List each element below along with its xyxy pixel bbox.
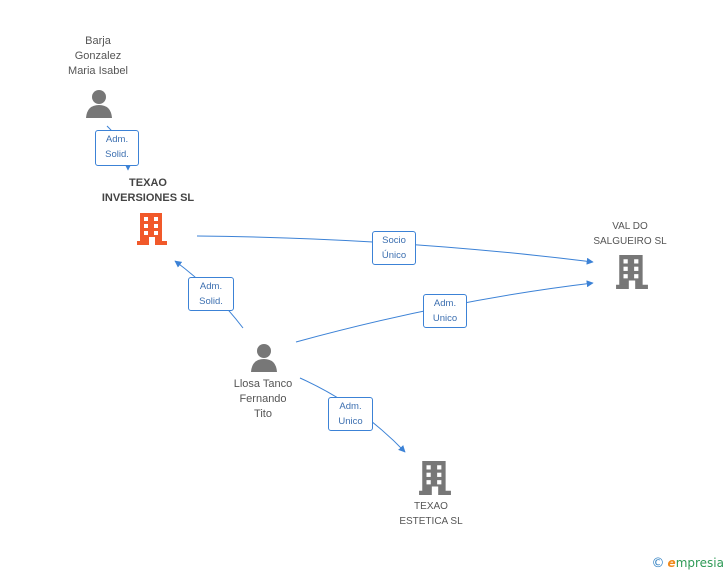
edge-label-llosa-val[interactable]: Adm. Unico	[423, 294, 467, 328]
node-label-texao-estetica[interactable]: TEXAO ESTETICA SL	[399, 501, 463, 527]
person-icon[interactable]	[85, 88, 113, 118]
edge-label-llosa-estetica[interactable]: Adm. Unico	[328, 397, 373, 431]
node-label-barja[interactable]: Barja Gonzalez Maria Isabel	[68, 35, 128, 77]
edge-label-texao-val[interactable]: Socio Único	[372, 231, 416, 265]
node-label-llosa[interactable]: Llosa Tanco Fernando Tito	[233, 378, 293, 420]
person-icon[interactable]	[250, 342, 278, 372]
empresia-logo[interactable]: ©empresia	[652, 556, 724, 571]
copyright-symbol: ©	[651, 556, 665, 571]
building-icon[interactable]	[616, 255, 648, 289]
node-label-texao-inversiones[interactable]: TEXAO INVERSIONES SL	[101, 177, 195, 204]
building-icon[interactable]	[137, 213, 167, 245]
brand-name: mpresia	[675, 556, 724, 570]
node-label-val-do-salgueiro[interactable]: VAL DO SALGUEIRO SL	[593, 221, 667, 247]
edge-label-llosa-texao[interactable]: Adm. Solid.	[188, 277, 234, 311]
building-icon[interactable]	[419, 461, 451, 495]
edge-label-barja-texao[interactable]: Adm. Solid.	[95, 130, 139, 166]
brand-initial: e	[667, 556, 676, 570]
